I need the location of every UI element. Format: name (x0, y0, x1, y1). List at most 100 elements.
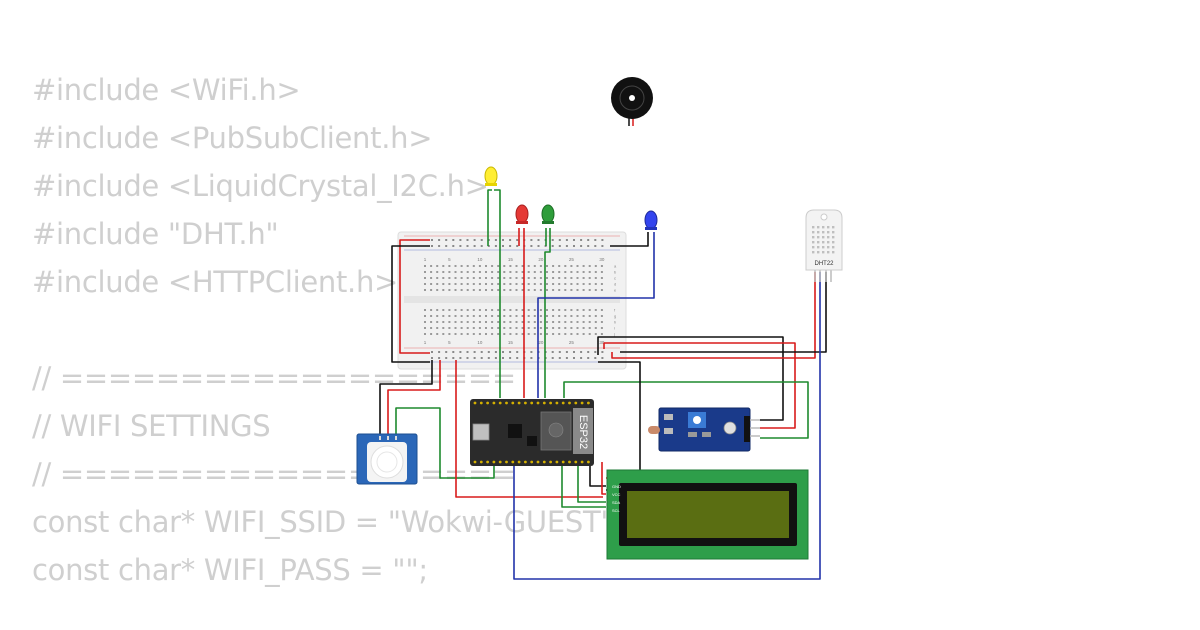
pir-motion-sensor[interactable] (356, 433, 418, 485)
breadboard-hole (539, 277, 542, 279)
wire-black[interactable] (589, 462, 606, 487)
rail-hole (558, 357, 561, 359)
breadboard-hole (539, 283, 542, 285)
wire-red[interactable] (601, 462, 606, 495)
wire-red[interactable] (611, 272, 816, 359)
wire-red[interactable] (399, 239, 430, 354)
wire-green[interactable] (577, 462, 606, 503)
breadboard-hole (503, 321, 506, 323)
led-green[interactable] (541, 204, 555, 224)
breadboard-hole (509, 315, 512, 317)
dht22-vent (832, 241, 835, 244)
breadboard-hole (515, 321, 518, 323)
breadboard-hole (460, 283, 463, 285)
breadboard-row-letter: e (614, 288, 617, 293)
breadboard-hole (582, 271, 585, 273)
rail-hole (473, 351, 476, 353)
rail-hole (565, 357, 568, 359)
wire-red[interactable] (455, 360, 603, 498)
rail-hole (452, 351, 455, 353)
esp32-pin (530, 401, 534, 405)
breadboard-hole (472, 265, 475, 267)
wire-black[interactable] (379, 360, 433, 438)
wire-black[interactable] (620, 272, 827, 353)
wire-green[interactable] (544, 228, 551, 398)
led-red[interactable] (515, 204, 529, 224)
breadboard-hole (533, 327, 536, 329)
wire-red[interactable] (603, 342, 796, 429)
esp32-pin (555, 460, 559, 464)
esp32-label: ESP32 (577, 415, 589, 449)
esp32-pin (473, 460, 477, 464)
breadboard-hole (546, 277, 548, 279)
wire-green[interactable] (395, 407, 495, 479)
breadboard-hole (594, 315, 597, 317)
rail-hole (480, 239, 483, 241)
breadboard-hole (533, 289, 536, 291)
dht22-sensor[interactable]: DHT22 (805, 209, 843, 282)
breadboard-hole (588, 327, 591, 329)
breadboard-hole (442, 315, 445, 317)
rail-hole (580, 239, 583, 241)
breadboard-hole (576, 327, 579, 329)
breadboard-hole (497, 315, 500, 317)
led-yellow[interactable] (484, 166, 498, 186)
wire-blue[interactable] (513, 272, 821, 580)
rail-hole (530, 245, 533, 247)
breadboard-hole (552, 309, 555, 311)
esp32-board[interactable]: ESP32 (470, 399, 594, 466)
rail-hole (594, 351, 597, 353)
breadboard-hole (503, 315, 506, 317)
esp32-pin (473, 401, 477, 405)
breadboard-hole (478, 327, 481, 329)
rail-hole (601, 245, 604, 247)
wire-black[interactable] (610, 232, 649, 247)
light-sensor-module[interactable] (648, 407, 760, 452)
rail-hole (601, 351, 604, 353)
breadboard-hole (600, 277, 603, 279)
wire-green[interactable] (561, 462, 606, 508)
breadboard-hole (515, 265, 518, 267)
led-blue[interactable] (644, 210, 658, 230)
lcd-display[interactable]: GND VCC SDA SCL (606, 469, 809, 560)
rail-hole (480, 357, 483, 359)
breadboard-hole (576, 289, 579, 291)
buzzer[interactable] (611, 77, 653, 126)
breadboard-hole (460, 309, 463, 311)
breadboard-hole (478, 271, 481, 273)
breadboard-hole (430, 315, 433, 317)
breadboard-hole (558, 283, 561, 285)
breadboard-hole (539, 309, 542, 311)
breadboard-hole (564, 265, 567, 267)
breadboard-hole (600, 321, 603, 323)
rail-hole (487, 351, 490, 353)
wire-blue[interactable] (537, 232, 655, 398)
breadboard-hole (576, 333, 579, 335)
wire-green[interactable] (494, 189, 501, 398)
breadboard-hole (430, 289, 433, 291)
esp32-pin (511, 460, 515, 464)
breadboard-column-number: 15 (508, 257, 514, 262)
wire-black[interactable] (597, 336, 784, 421)
breadboard-hole (558, 289, 561, 291)
rail-hole (473, 239, 476, 241)
wire-red[interactable] (387, 360, 441, 438)
wire-green[interactable] (487, 189, 492, 246)
breadboard-hole (576, 283, 579, 285)
code-line: #include "DHT.h" (32, 217, 279, 251)
breadboard-hole (594, 265, 597, 267)
wire-green[interactable] (563, 381, 809, 439)
breadboard-hole (564, 271, 567, 273)
breadboard-hole (552, 271, 555, 273)
breadboard-hole (515, 327, 518, 329)
breadboard-hole (503, 283, 506, 285)
rail-hole (580, 357, 583, 359)
breadboard-hole (442, 321, 445, 323)
breadboard-hole (460, 289, 463, 291)
breadboard-hole (546, 283, 548, 285)
breadboard-hole (570, 315, 573, 317)
wire-black[interactable] (391, 245, 430, 363)
